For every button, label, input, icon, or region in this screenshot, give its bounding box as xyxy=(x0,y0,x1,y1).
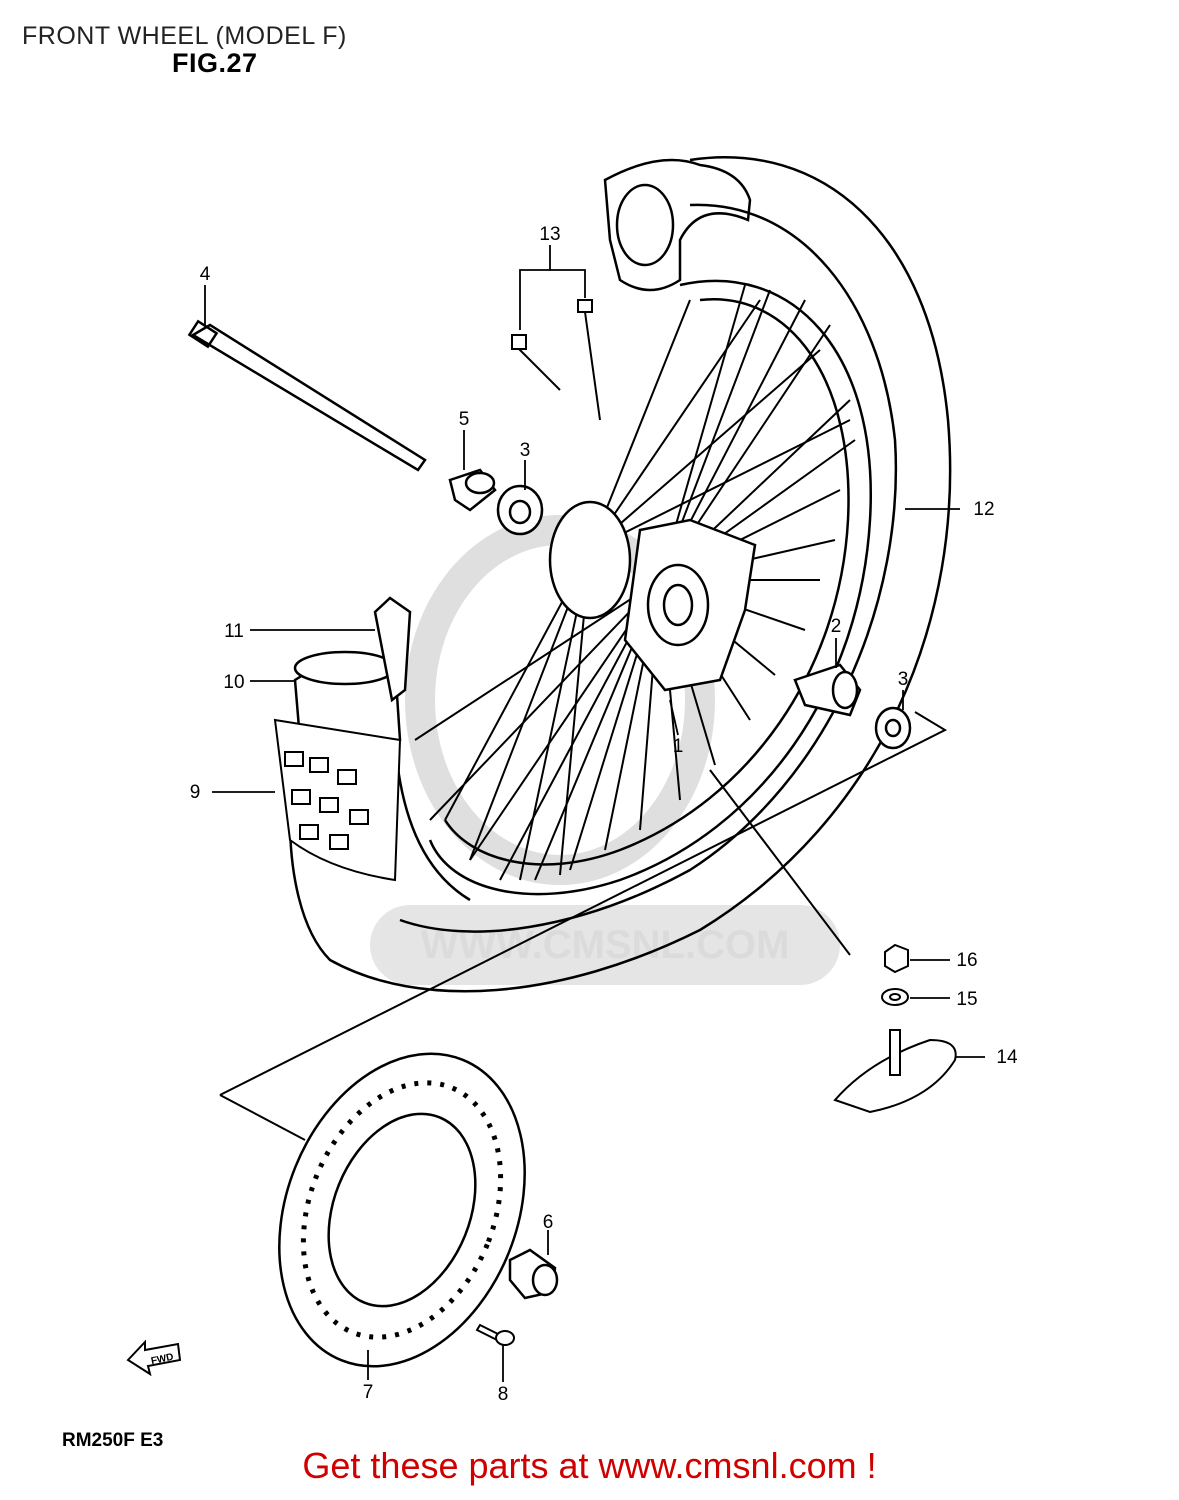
nut-part-16 xyxy=(884,943,909,974)
callout-6: 6 xyxy=(543,1212,554,1233)
callout-10: 10 xyxy=(223,672,244,693)
wheel-hub xyxy=(548,500,757,692)
parts-shop-link[interactable]: Get these parts at www.cmsnl.com ! xyxy=(302,1445,877,1486)
washer-part-15 xyxy=(881,988,909,1006)
rim-lock-part-14 xyxy=(833,1029,957,1114)
rim-band-part-11 xyxy=(373,596,412,703)
watermark: WWW.CMSNL.COM xyxy=(370,515,840,985)
model-code: RM250F E3 xyxy=(62,1430,164,1451)
callout-12: 12 xyxy=(973,499,994,520)
fwd-label: FWD xyxy=(150,1352,175,1367)
callout-1: 1 xyxy=(673,736,684,757)
callout-2: 2 xyxy=(831,616,842,637)
callout-9: 9 xyxy=(190,782,201,803)
callout-15: 15 xyxy=(956,989,977,1010)
brake-disc-part-7 xyxy=(278,1052,526,1368)
figure-label: FIG.27 xyxy=(172,48,258,78)
bearing-part-3-left xyxy=(496,484,544,536)
bearing-part-3-right xyxy=(874,706,912,750)
callout-13: 13 xyxy=(539,224,560,245)
axle-part-4 xyxy=(187,319,427,472)
callout-3-left: 3 xyxy=(520,440,531,461)
callout-3-right: 3 xyxy=(898,669,909,690)
bolt-part-8 xyxy=(475,1323,515,1346)
bolt-part-6 xyxy=(508,1248,559,1300)
callout-8: 8 xyxy=(498,1384,509,1405)
forward-arrow-icon: FWD xyxy=(126,1339,182,1377)
spoke-nipple-part-13 xyxy=(511,299,601,421)
callout-14: 14 xyxy=(996,1047,1018,1068)
callout-4: 4 xyxy=(200,264,211,285)
callout-5: 5 xyxy=(459,409,470,430)
page-title: FRONT WHEEL (MODEL F) xyxy=(22,22,347,50)
watermark-text: WWW.CMSNL.COM xyxy=(421,923,790,967)
callout-7: 7 xyxy=(363,1382,374,1403)
assembly-guide-lines xyxy=(219,711,948,1141)
callout-labels: 1 2 3 3 4 5 6 7 8 9 10 11 12 13 14 15 16 xyxy=(190,224,1018,1405)
callout-11: 11 xyxy=(224,621,244,642)
spacer-part-2 xyxy=(793,663,862,717)
tire-section-part-9 xyxy=(273,718,402,882)
leader-lines xyxy=(204,245,985,1382)
callout-16: 16 xyxy=(956,950,977,971)
spacer-part-5 xyxy=(448,468,497,512)
